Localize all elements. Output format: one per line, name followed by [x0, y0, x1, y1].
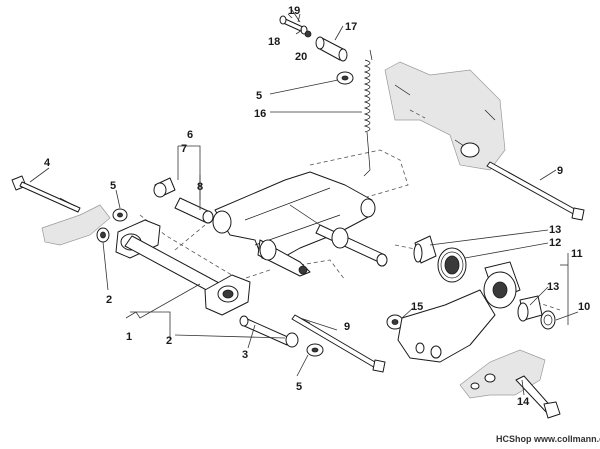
callout-labels: 18 19 20 17 5 16 6 7 8 4 5 9 13 12 11 13…	[44, 5, 590, 408]
bushing-part-2-left	[96, 227, 110, 243]
callout-15: 15	[411, 301, 423, 313]
callout-2-left: 2	[106, 294, 112, 306]
callout-11: 11	[571, 248, 583, 260]
upper-linkage-part-6	[212, 171, 376, 277]
bearing-part-12	[437, 247, 467, 283]
callout-9-bottom: 9	[344, 321, 350, 333]
bolt-part-9-top	[486, 161, 585, 221]
callout-1: 1	[126, 331, 132, 343]
leader-lines	[29, 9, 579, 396]
bolt-part-18	[279, 15, 306, 33]
callout-13-top: 13	[549, 224, 561, 236]
pin-part-3	[239, 315, 299, 348]
callout-4: 4	[44, 157, 51, 169]
bushing-part-8	[174, 197, 214, 224]
callout-5-bottom: 5	[296, 381, 302, 393]
callout-6: 6	[187, 129, 193, 141]
nut-part-20	[304, 30, 312, 38]
spacer-part-17	[315, 36, 348, 62]
callout-2-bottom: 2	[166, 335, 172, 347]
sleeve-part-7	[153, 177, 176, 198]
frame-bracket-top-right	[384, 61, 506, 171]
swingarm-pivot-assembly	[115, 219, 251, 316]
nut-part-5-top	[336, 71, 354, 85]
washer-part-10	[540, 310, 556, 330]
callout-17: 17	[345, 21, 357, 33]
callout-10: 10	[578, 301, 590, 313]
callout-9-top: 9	[557, 165, 563, 177]
nut-part-5-bottom	[306, 343, 324, 357]
frame-bracket-left	[41, 204, 111, 246]
pivot-shaft-center	[315, 224, 388, 267]
bushing-part-13-bottom	[517, 295, 543, 322]
callout-3: 3	[242, 349, 248, 361]
bushing-part-13-top	[413, 235, 437, 264]
callout-20: 20	[295, 51, 307, 63]
nut-part-5-left	[112, 208, 128, 222]
callout-12: 12	[549, 237, 561, 249]
roller-part-11	[483, 261, 521, 309]
spring-part-16	[363, 49, 373, 177]
callout-5-left: 5	[110, 180, 116, 192]
callout-5-top: 5	[256, 90, 262, 102]
callout-16: 16	[254, 108, 266, 120]
callout-8: 8	[197, 181, 203, 193]
footer-watermark: HCShop www.collmann.eu	[496, 434, 600, 444]
tensioner-bracket	[397, 289, 496, 363]
callout-13-bottom: 13	[547, 281, 559, 293]
callout-7: 7	[181, 143, 187, 155]
callout-14: 14	[517, 396, 530, 408]
bolt-part-9-bottom	[291, 314, 386, 373]
callout-19: 19	[288, 5, 300, 17]
bolt-part-4	[11, 175, 81, 213]
callout-18: 18	[268, 36, 280, 48]
bolt-part-14	[515, 375, 561, 419]
